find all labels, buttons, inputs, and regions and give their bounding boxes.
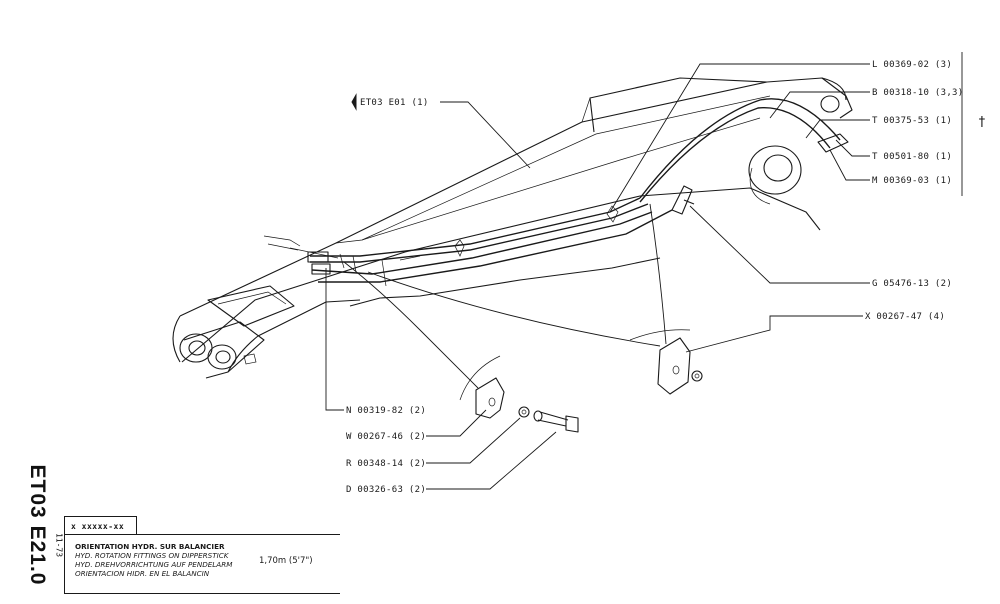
- title-lines: ORIENTATION HYDR. SUR BALANCIER HYD. ROT…: [75, 542, 255, 578]
- dipperstick-size: 1,70m (5'7"): [259, 556, 313, 566]
- callout-g: G 05476-13 (2): [872, 279, 952, 289]
- title-block-top-border: [64, 534, 340, 535]
- clamp-parts: [459, 329, 703, 433]
- callout-x: X 00267-47 (4): [865, 312, 945, 322]
- callout-r: R 00348-14 (2): [346, 459, 426, 469]
- title-block-left-border: [64, 516, 65, 594]
- title-de: HYD. DREHVORRICHTUNG AUF PENDELARM: [75, 560, 233, 569]
- drawing-code: ET03 E21.0: [26, 464, 49, 586]
- pivot-bosses: [179, 95, 840, 370]
- title-es: ORIENTACION HIDR. EN EL BALANCIN: [75, 569, 210, 578]
- callout-b: B 00318-10 (3,3): [872, 88, 964, 98]
- reference-arrow-icon: [351, 93, 357, 111]
- leader-lines: [325, 52, 963, 490]
- title-en: HYD. ROTATION FITTINGS ON DIPPERSTICK: [75, 551, 229, 560]
- callout-ref: ET03 E01 (1): [360, 98, 429, 108]
- serial-box-right: [136, 516, 137, 535]
- title-block-bottom-border: [64, 593, 340, 594]
- callout-d: D 00326-63 (2): [346, 485, 426, 495]
- callout-l: L 00369-02 (3): [872, 60, 952, 70]
- callout-n: N 00319-82 (2): [346, 406, 426, 416]
- title-fr: ORIENTATION HYDR. SUR BALANCIER: [75, 542, 225, 551]
- dipperstick-body: [172, 77, 853, 379]
- dagger-mark: †: [978, 115, 986, 130]
- serial-number: x xxxxx-xx: [71, 522, 125, 531]
- hydraulic-tubes: [307, 98, 849, 287]
- callout-t1: T 00375-53 (1): [872, 116, 952, 126]
- serial-box-top: [64, 516, 136, 517]
- callout-m: M 00369-03 (1): [872, 176, 952, 186]
- callout-w: W 00267-46 (2): [346, 432, 426, 442]
- callout-t2: T 00501-80 (1): [872, 152, 952, 162]
